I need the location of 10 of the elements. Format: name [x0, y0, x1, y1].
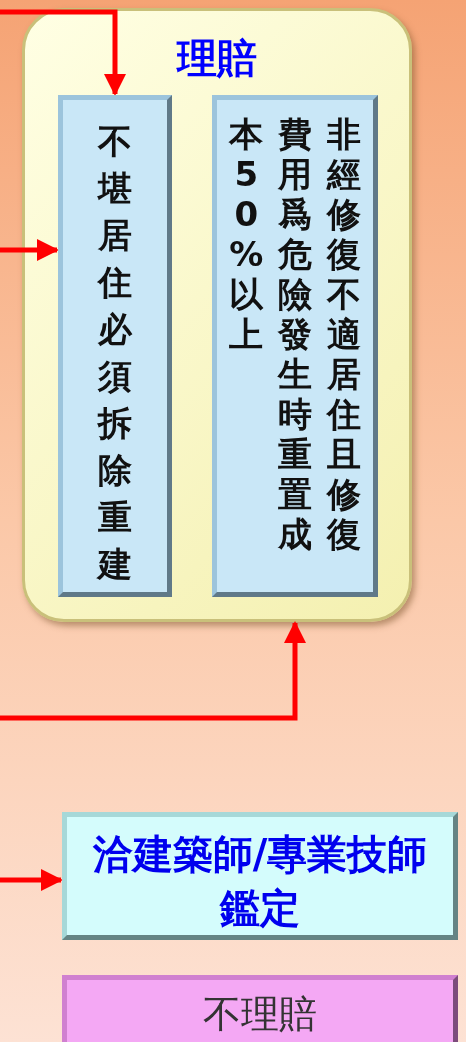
text-box: 非經修復不適居住且修復費用爲危險發生時重置成本50%以上: [212, 95, 378, 597]
result-box: 不理賠: [62, 975, 458, 1042]
arrow: [0, 621, 306, 721]
arrow: [0, 869, 63, 891]
process-box: 洽建築師/專業技師鑑定: [62, 812, 458, 940]
text-box: 不堪居住必須拆除重建: [58, 95, 172, 597]
arrow: [0, 239, 59, 261]
panel-title: 理賠: [175, 34, 258, 83]
arrow: [0, 9, 126, 96]
claim-panel: [22, 8, 412, 622]
